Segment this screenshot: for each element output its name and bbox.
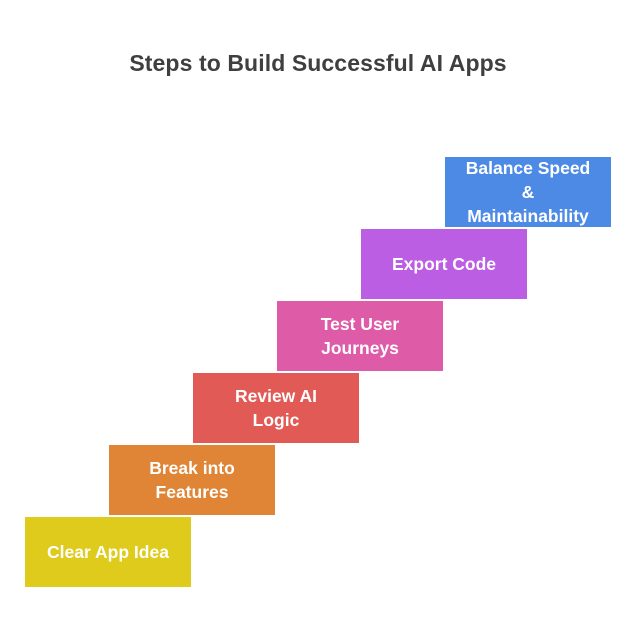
step-label: Export Code [391, 254, 497, 274]
page-title: Steps to Build Successful AI Apps [129, 50, 507, 76]
step-export-code: Export Code [361, 229, 527, 299]
step-balance-speed-maintainability: Balance Speed&Maintainability [445, 157, 611, 227]
step-clear-app-idea: Clear App Idea [25, 517, 191, 587]
step-label: Balance Speed&Maintainability [465, 158, 591, 226]
step-label: Clear App Idea [47, 542, 169, 562]
